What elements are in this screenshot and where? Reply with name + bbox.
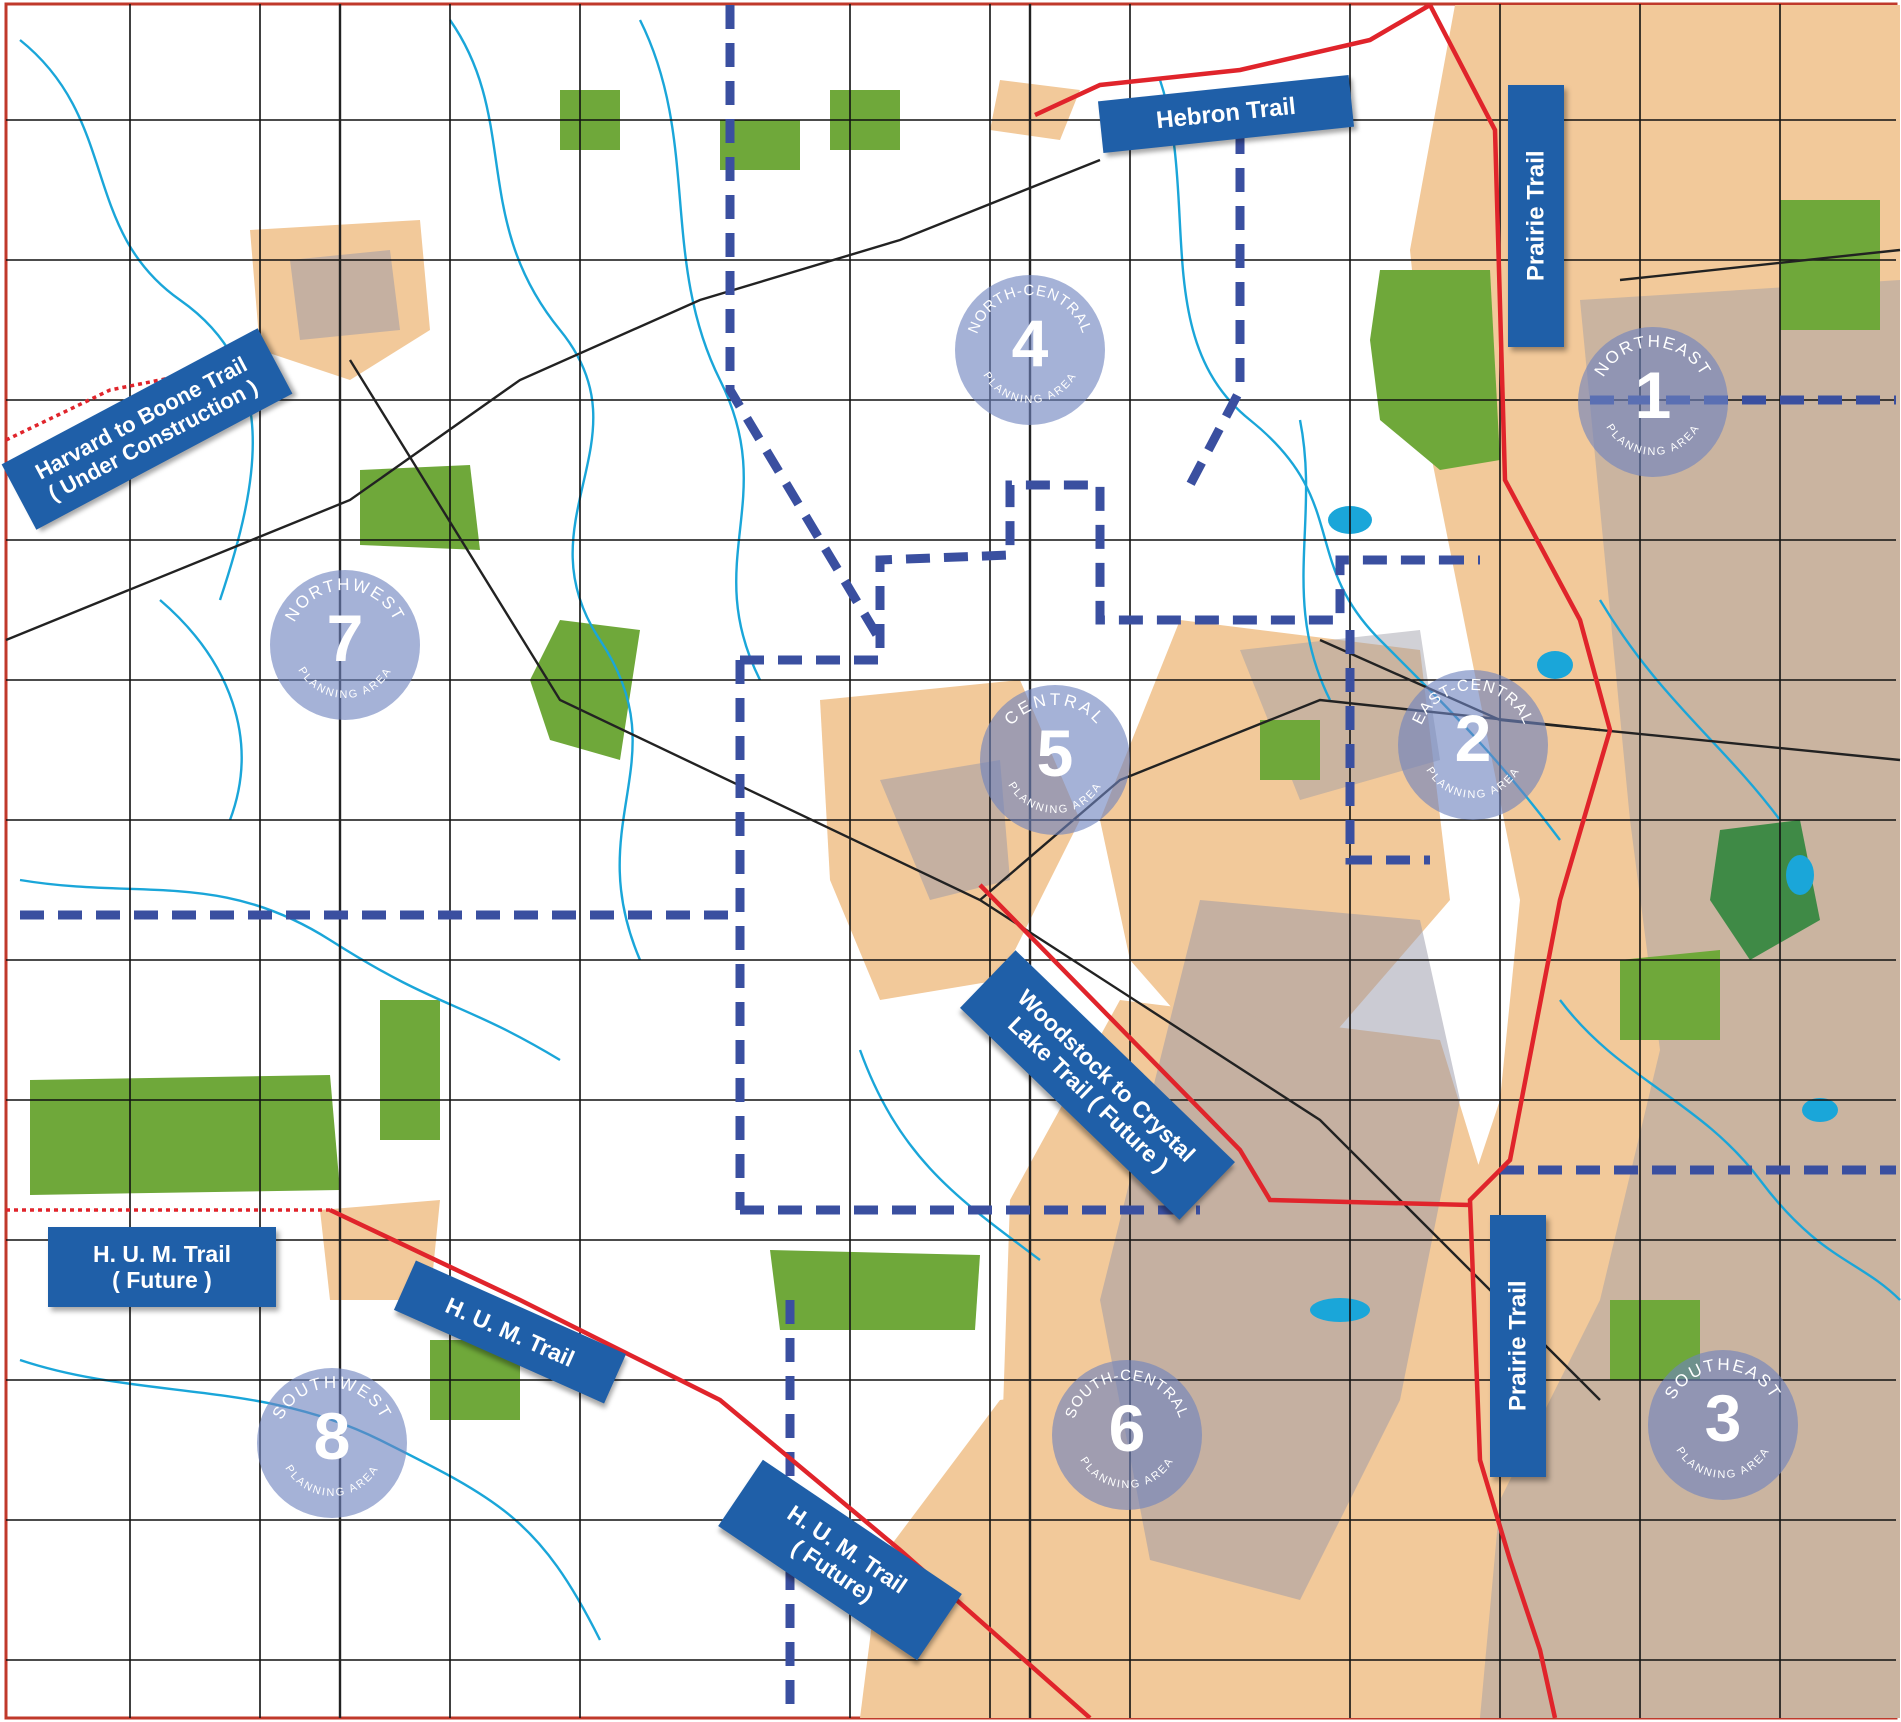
planning-area-5-ring-text: CENTRAL PLANNING AREA [1001, 690, 1107, 816]
planning-area-3-number: 3 [1704, 1381, 1742, 1455]
planning-area-5-number: 5 [1036, 716, 1074, 790]
planning-area-1: NORTHEAST PLANNING AREA 1 [1578, 327, 1728, 477]
hebron-trail-text: Hebron Trail [1154, 92, 1298, 135]
planning-area-6: SOUTH-CENTRAL PLANNING AREA 6 [1052, 1360, 1202, 1510]
prairie-trail-north-label: Prairie Trail [1508, 85, 1564, 347]
prairie-trail-south-label: Prairie Trail [1490, 1215, 1546, 1477]
hum-trail-west-status-text: ( Future ) [112, 1267, 212, 1293]
planning-area-4: NORTH-CENTRAL PLANNING AREA 4 [955, 275, 1105, 425]
planning-area-1-number: 1 [1634, 358, 1672, 432]
existing-trails [329, 3, 1613, 1720]
lakes [1310, 506, 1838, 1322]
planning-area-6-ring-text: SOUTH-CENTRAL PLANNING AREA [1062, 1367, 1191, 1491]
hum-trail-west-label: H. U. M. Trail ( Future ) [48, 1227, 276, 1307]
planning-area-2-ring-text: EAST-CENTRAL PLANNING AREA [1410, 677, 1536, 801]
planning-area-1-ring-text: NORTHEAST PLANNING AREA [1591, 332, 1714, 458]
prairie-trail-south-text: Prairie Trail [1504, 1280, 1532, 1412]
prairie-trail-north-text: Prairie Trail [1522, 150, 1550, 282]
hum-trail-west-text: H. U. M. Trail [92, 1240, 232, 1267]
planning-area-6-number: 6 [1108, 1391, 1146, 1465]
planning-area-2-number: 2 [1454, 701, 1492, 775]
planning-area-2: EAST-CENTRAL PLANNING AREA 2 [1398, 670, 1548, 820]
forest-preserve [1710, 820, 1820, 960]
planning-area-3: SOUTHEAST PLANNING AREA 3 [1648, 1350, 1798, 1500]
open-space-areas [30, 90, 1880, 1420]
planning-area-7-number: 7 [326, 601, 364, 675]
planning-area-4-number: 4 [1011, 306, 1049, 380]
planning-area-7: NORTHWEST PLANNING AREA 7 [270, 570, 420, 720]
planning-area-4-ring-text: NORTH-CENTRAL PLANNING AREA [965, 282, 1094, 406]
planning-area-8-number: 8 [313, 1399, 351, 1473]
planning-area-3-ring-text: SOUTHEAST PLANNING AREA [1661, 1355, 1783, 1481]
planning-area-8-ring-text: SOUTHWEST PLANNING AREA [268, 1373, 393, 1499]
planning-area-8: SOUTHWEST PLANNING AREA 8 [257, 1368, 407, 1518]
planning-area-7-ring-text: NORTHWEST PLANNING AREA [281, 575, 406, 701]
planning-area-5: CENTRAL PLANNING AREA 5 [980, 685, 1130, 835]
